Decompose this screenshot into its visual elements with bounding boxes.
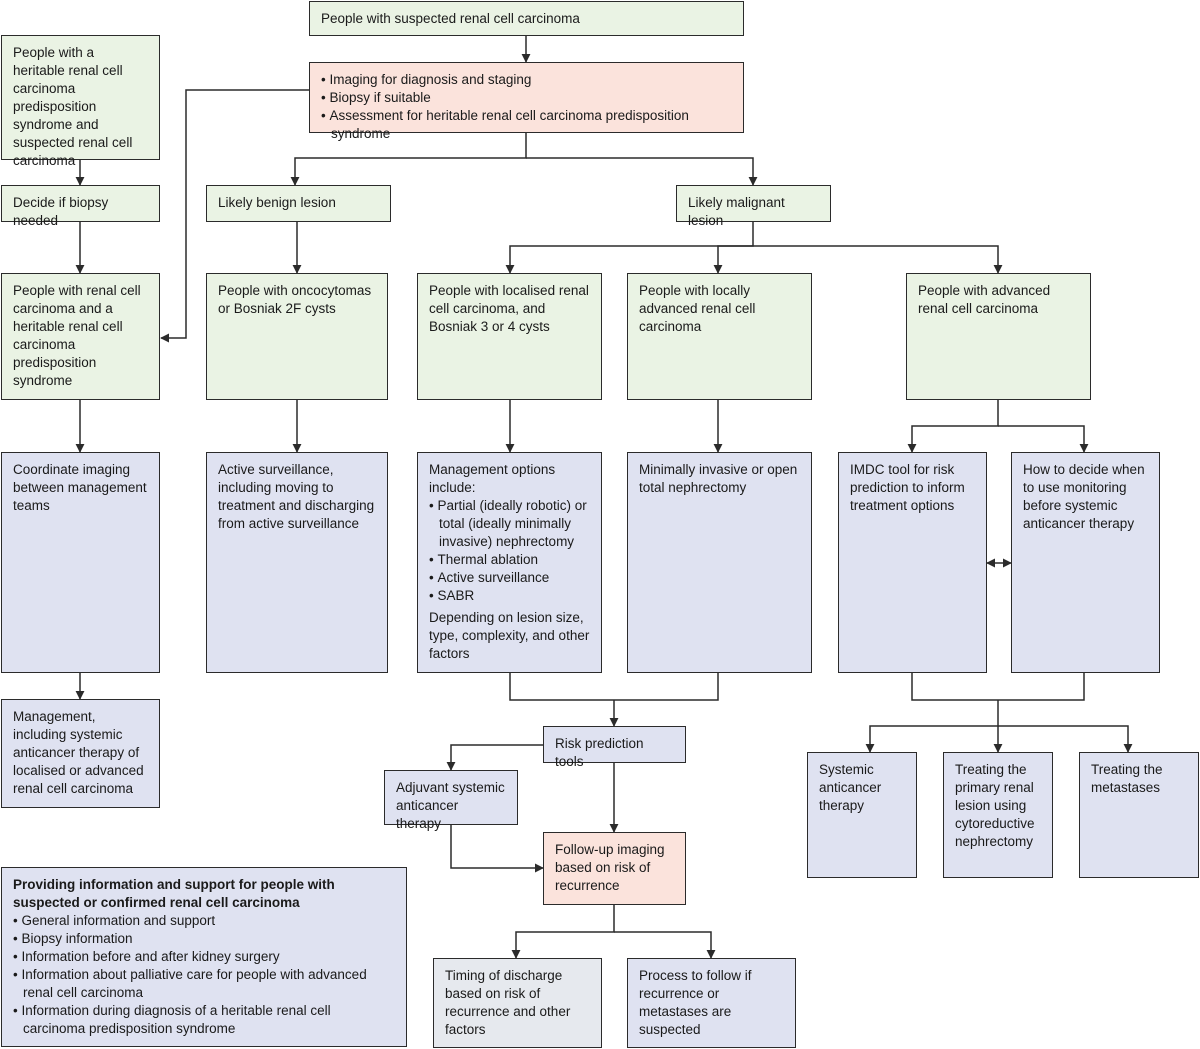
management-options-list: Partial (ideally robotic) or total (idea… [429,497,590,605]
active-surveillance-box: Active surveillance, including moving to… [206,452,388,673]
management-options-box: Management options include: Partial (ide… [417,452,602,673]
suspected-rcc-label: People with suspected renal cell carcino… [321,11,580,26]
heritable-rcc-label: People with renal cell carcinoma and a h… [13,283,141,388]
oncocytomas-label: People with oncocytomas or Bosniak 2F cy… [218,283,372,316]
list-item: Information during diagnosis of a herita… [13,1002,395,1038]
locally-advanced-rcc-label: People with locally advanced renal cell … [639,283,756,334]
decide-biopsy-label: Decide if biopsy needed [13,195,109,228]
primary-lesion-box: Treating the primary renal lesion using … [943,752,1053,878]
likely-malignant-label: Likely malignant lesion [688,195,785,228]
imaging-diagnosis-list: Imaging for diagnosis and staging Biopsy… [321,71,732,143]
info-support-list: General information and support Biopsy i… [13,912,395,1038]
discharge-timing-label: Timing of discharge based on risk of rec… [445,968,571,1037]
list-item: Thermal ablation [429,551,590,569]
localised-rcc-box: People with localised renal cell carcino… [417,273,602,400]
suspected-rcc-box: People with suspected renal cell carcino… [309,1,744,36]
active-surveillance-label: Active surveillance, including moving to… [218,462,375,531]
advanced-rcc-label: People with advanced renal cell carcinom… [918,283,1051,316]
heritable-suspected-box: People with a heritable renal cell carci… [1,35,160,168]
monitoring-decision-label: How to decide when to use monitoring bef… [1023,462,1145,531]
systemic-therapy-label: Systemic anticancer therapy [819,762,882,813]
nephrectomy-box: Minimally invasive or open total nephrec… [627,452,812,673]
list-item: Active surveillance [429,569,590,587]
locally-advanced-rcc-box: People with locally advanced renal cell … [627,273,812,400]
advanced-rcc-box: People with advanced renal cell carcinom… [906,273,1091,400]
imdc-tool-label: IMDC tool for risk prediction to inform … [850,462,965,513]
decide-biopsy-box: Decide if biopsy needed [1,185,160,228]
followup-imaging-label: Follow-up imaging based on risk of recur… [555,842,665,893]
followup-imaging-box: Follow-up imaging based on risk of recur… [543,832,686,905]
adjuvant-therapy-label: Adjuvant systemic anticancer therapy [396,780,505,831]
discharge-timing-box: Timing of discharge based on risk of rec… [433,958,602,1048]
management-options-intro: Management options include: [429,462,556,495]
list-item: Information before and after kidney surg… [13,948,395,966]
coordinate-imaging-box: Coordinate imaging between management te… [1,452,160,673]
list-item: General information and support [13,912,395,930]
management-systemic-box: Management, including systemic anticance… [1,699,160,808]
likely-benign-label: Likely benign lesion [218,195,336,210]
coordinate-imaging-label: Coordinate imaging between management te… [13,462,147,513]
risk-prediction-label: Risk prediction tools [555,736,644,769]
adjuvant-therapy-box: Adjuvant systemic anticancer therapy [384,770,518,831]
metastases-label: Treating the metastases [1091,762,1163,795]
metastases-box: Treating the metastases [1079,752,1199,878]
list-item: Information about palliative care for pe… [13,966,395,1002]
list-item: Biopsy information [13,930,395,948]
management-systemic-label: Management, including systemic anticance… [13,709,144,796]
likely-benign-box: Likely benign lesion [206,185,391,222]
list-item: Biopsy if suitable [321,89,732,107]
heritable-suspected-label: People with a heritable renal cell carci… [13,45,133,168]
list-item: SABR [429,587,590,605]
recurrence-process-label: Process to follow if recurrence or metas… [639,968,752,1037]
info-support-box: Providing information and support for pe… [1,867,407,1047]
likely-malignant-box: Likely malignant lesion [676,185,831,228]
recurrence-process-box: Process to follow if recurrence or metas… [627,958,796,1048]
list-item: Partial (ideally robotic) or total (idea… [429,497,590,551]
systemic-therapy-box: Systemic anticancer therapy [807,752,917,878]
nephrectomy-label: Minimally invasive or open total nephrec… [639,462,798,495]
info-support-title: Providing information and support for pe… [13,877,335,910]
primary-lesion-label: Treating the primary renal lesion using … [955,762,1035,849]
list-item: Assessment for heritable renal cell carc… [321,107,732,143]
list-item: Imaging for diagnosis and staging [321,71,732,89]
imdc-tool-box: IMDC tool for risk prediction to inform … [838,452,987,673]
oncocytomas-box: People with oncocytomas or Bosniak 2F cy… [206,273,388,400]
monitoring-decision-box: How to decide when to use monitoring bef… [1011,452,1160,673]
risk-prediction-box: Risk prediction tools [543,726,686,769]
localised-rcc-label: People with localised renal cell carcino… [429,283,589,334]
imaging-diagnosis-box: Imaging for diagnosis and staging Biopsy… [309,62,744,141]
management-options-outro: Depending on lesion size, type, complexi… [429,610,590,661]
heritable-rcc-box: People with renal cell carcinoma and a h… [1,273,160,400]
